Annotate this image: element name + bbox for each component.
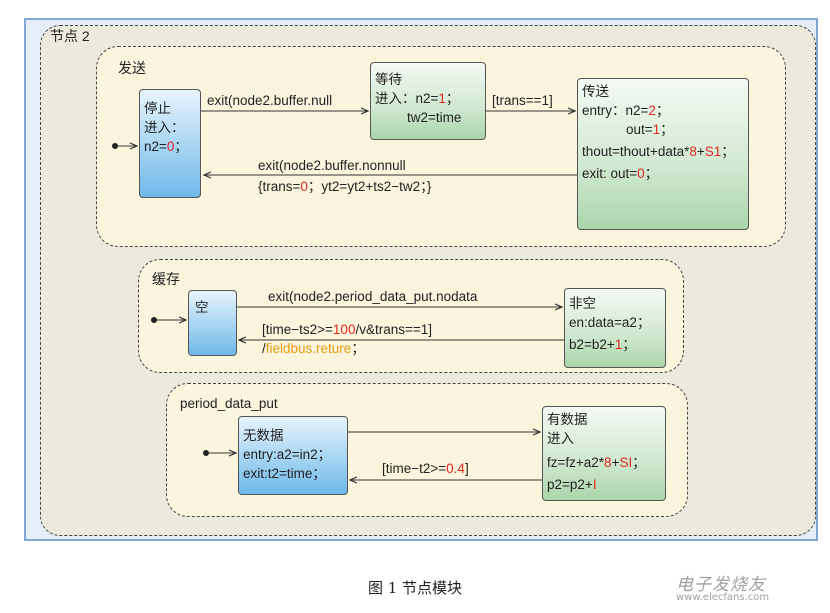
state-wait-entry: 进入：n2=1；	[375, 91, 460, 106]
state-hasdata-fz: fz=fz+a2*8+SI；	[547, 455, 646, 470]
state-nonempty-entry: en:data=a2；	[569, 315, 651, 330]
label-nonempty-to-empty-2: /fieldbus.reture；	[262, 341, 365, 356]
state-nonempty-action: b2=b2+1；	[569, 337, 636, 352]
figure-caption: 图 1 节点模块	[367, 579, 463, 597]
state-stop-action: n2=0；	[144, 139, 188, 154]
state-hasdata-entry: 进入	[547, 431, 574, 446]
state-transmit-title: 传送	[582, 84, 609, 99]
state-transmit-exit: exit: out=0；	[582, 166, 659, 181]
state-hasdata: 有数据 进入 fz=fz+a2*8+SI； p2=p2+I	[542, 406, 666, 501]
state-nonempty: 非空 en:data=a2； b2=b2+1；	[564, 288, 666, 368]
label-nonempty-to-empty-1: [time−ts2>=100/v&trans==1]	[262, 322, 432, 337]
state-transmit-thout: thout=thout+data*8+S1；	[582, 144, 735, 159]
state-transmit-out: out=1；	[626, 122, 674, 137]
watermark: 电子发烧友 www.elecfans.com	[676, 568, 826, 608]
watermark-logo: 电子发烧友	[676, 575, 766, 595]
state-wait: 等待 进入：n2=1； tw2=time	[370, 62, 486, 140]
label-wait-to-transmit: [trans==1]	[492, 93, 553, 108]
label-stop-to-wait: exit(node2.buffer.null	[207, 93, 333, 108]
state-transmit-entry: entry：n2=2；	[582, 103, 670, 118]
label-transmit-to-stop-1: exit(node2.buffer.nonnull	[258, 158, 406, 173]
send-panel-title: 发送	[118, 60, 146, 76]
period-panel-title: period_data_put	[180, 396, 278, 411]
state-wait-action: tw2=time	[407, 110, 462, 125]
state-nodata-exit: exit:t2=time；	[243, 466, 326, 481]
state-stop: 停止 进入： n2=0；	[139, 89, 201, 198]
cache-panel-title: 缓存	[152, 271, 180, 287]
state-nodata: 无数据 entry:a2=in2； exit:t2=time；	[238, 416, 348, 495]
state-nodata-entry: entry:a2=in2；	[243, 447, 332, 462]
watermark-url: www.elecfans.com	[676, 592, 770, 603]
state-wait-title: 等待	[375, 72, 402, 87]
state-empty-title: 空	[195, 300, 209, 315]
state-nonempty-title: 非空	[569, 296, 596, 311]
state-hasdata-title: 有数据	[547, 412, 588, 427]
state-stop-title: 停止	[144, 101, 171, 116]
label-hasdata-to-nodata: [time−t2>=0.4]	[382, 461, 469, 476]
label-transmit-to-stop-2: {trans=0；yt2=yt2+ts2−tw2；}	[258, 179, 432, 194]
state-hasdata-p2: p2=p2+I	[547, 477, 597, 492]
state-transmit: 传送 entry：n2=2； out=1； thout=thout+data*8…	[577, 78, 749, 230]
state-nodata-title: 无数据	[243, 428, 284, 443]
state-empty: 空	[188, 290, 237, 356]
state-stop-entry: 进入：	[144, 120, 185, 135]
node2-title: 节点 2	[50, 28, 90, 44]
label-empty-to-nonempty: exit(node2.period_data_put.nodata	[268, 289, 478, 304]
